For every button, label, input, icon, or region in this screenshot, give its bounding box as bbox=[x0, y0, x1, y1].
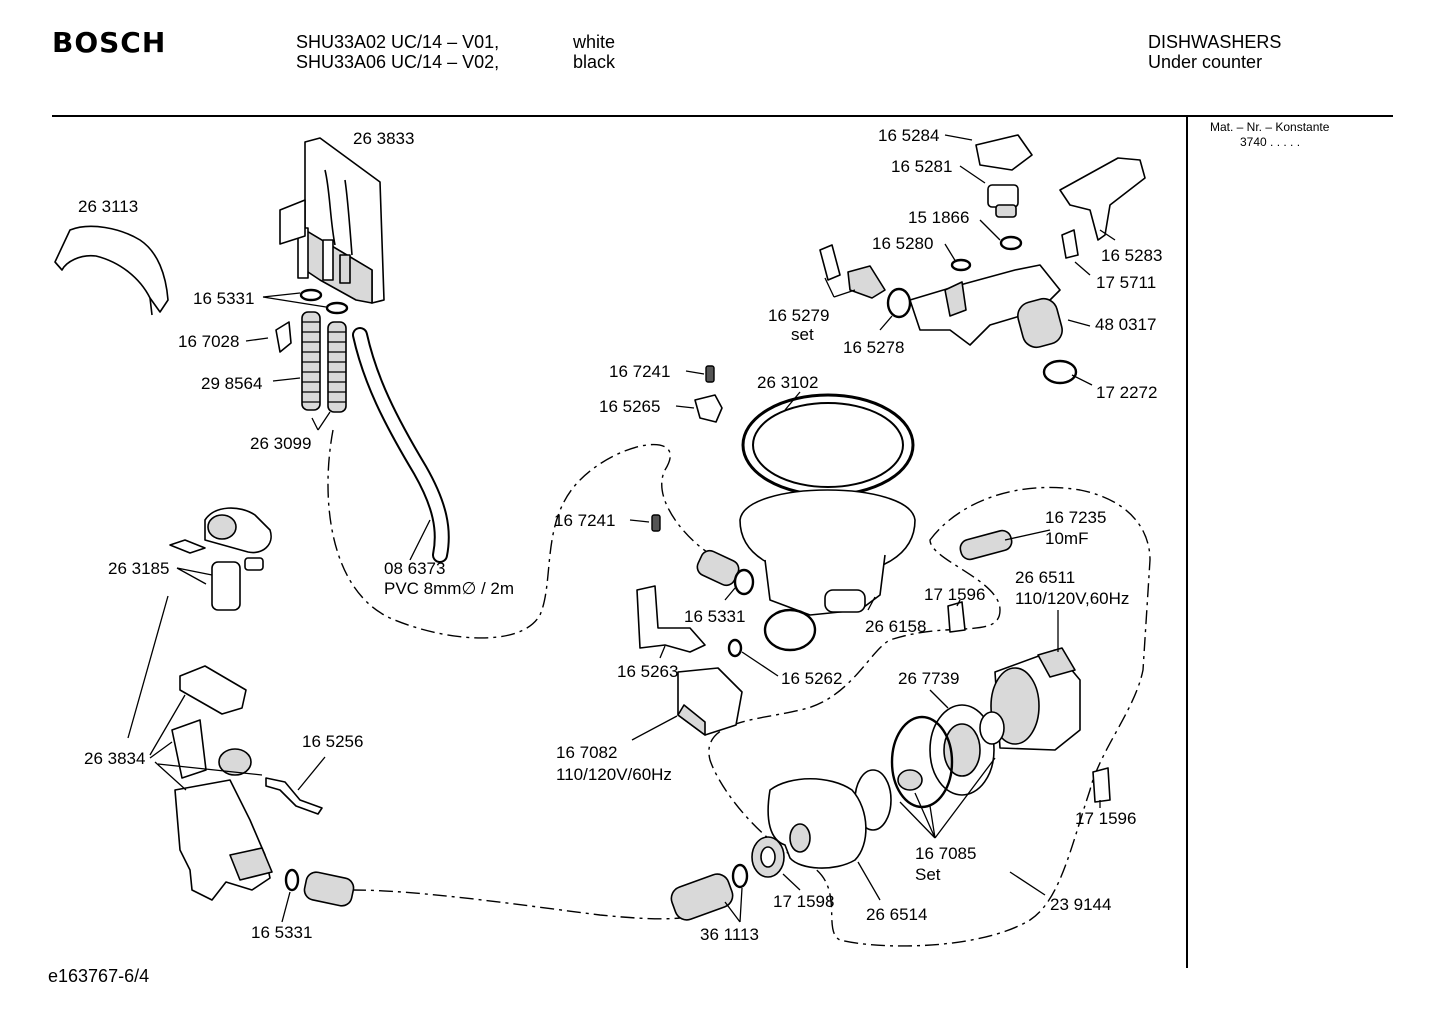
part-175711-clip bbox=[1061, 229, 1079, 259]
label-165331-top: 16 5331 bbox=[193, 289, 254, 308]
part-171598-seal bbox=[751, 836, 785, 878]
label-361113: 36 1113 bbox=[700, 925, 759, 944]
label-167241-mid: 16 7241 bbox=[554, 511, 615, 530]
label-172272: 17 2272 bbox=[1096, 383, 1157, 402]
label-239144: 23 9144 bbox=[1050, 895, 1111, 914]
part-267739-pump-housing bbox=[929, 704, 1005, 796]
part-263185-float-switch bbox=[169, 507, 272, 611]
part-480317-connector bbox=[1017, 297, 1063, 349]
part-263834-assembly bbox=[171, 665, 273, 901]
label-263185: 26 3185 bbox=[108, 559, 169, 578]
part-171596-clip-a bbox=[947, 601, 966, 633]
label-165280: 16 5280 bbox=[872, 234, 933, 253]
part-165331-rings-top bbox=[299, 288, 349, 315]
category: DISHWASHERS bbox=[1148, 32, 1282, 52]
label-175711: 17 5711 bbox=[1096, 273, 1156, 292]
leader-lines bbox=[127, 134, 1116, 923]
part-361113-hose-and-rings bbox=[670, 863, 749, 921]
label-165256: 16 5256 bbox=[302, 732, 363, 751]
part-298564-corrugated-hoses bbox=[301, 311, 347, 413]
part-165262-clip bbox=[727, 638, 743, 658]
label-165284: 16 5284 bbox=[878, 126, 939, 145]
color-line-1: white bbox=[573, 32, 616, 52]
label-165281: 16 5281 bbox=[891, 157, 952, 176]
drain-path-outline bbox=[327, 429, 721, 639]
part-263102-sump-assembly bbox=[739, 393, 916, 652]
label-167085: 16 7085 bbox=[915, 844, 976, 863]
label-set-165279: set bbox=[791, 325, 814, 344]
part-263113-cover bbox=[54, 225, 169, 316]
part-165283-cover bbox=[1059, 157, 1146, 241]
label-266514: 26 6514 bbox=[866, 905, 927, 924]
part-165263-guide bbox=[636, 585, 706, 653]
part-167241-screw-top bbox=[705, 365, 715, 383]
part-165331-hose-center bbox=[696, 549, 755, 596]
label-263834: 26 3834 bbox=[84, 749, 145, 768]
label-167235: 16 7235 bbox=[1045, 508, 1106, 527]
label-267739: 26 7739 bbox=[898, 669, 959, 688]
part-171596-clip-b bbox=[1092, 767, 1111, 803]
label-263833: 26 3833 bbox=[353, 129, 414, 148]
part-086373-pvc-hose bbox=[352, 327, 450, 563]
part-165265-bracket bbox=[694, 394, 723, 423]
part-263833-air-break bbox=[279, 137, 385, 304]
label-167028: 16 7028 bbox=[178, 332, 239, 351]
label-voltage-motor: 110/120V,60Hz bbox=[1015, 589, 1129, 608]
label-165331-center: 16 5331 bbox=[684, 607, 745, 626]
label-480317: 48 0317 bbox=[1095, 315, 1156, 334]
part-165278-oring bbox=[886, 287, 912, 319]
label-266158: 26 6158 bbox=[865, 617, 926, 636]
label-263113: 26 3113 bbox=[78, 197, 138, 216]
label-263102: 26 3102 bbox=[757, 373, 818, 392]
brand-logo: BOSCH bbox=[52, 26, 167, 59]
label-165262: 16 5262 bbox=[781, 669, 842, 688]
part-167028-clip bbox=[275, 321, 292, 353]
label-167082: 16 7082 bbox=[556, 743, 617, 762]
part-167235-capacitor bbox=[959, 529, 1013, 561]
model-line-2: SHU33A06 UC/14 – V02, bbox=[296, 52, 500, 72]
model-line-1: SHU33A02 UC/14 – V01, bbox=[296, 32, 500, 52]
part-172272-clamp bbox=[1042, 359, 1078, 385]
part-266511-circulation-motor bbox=[990, 647, 1081, 751]
label-165279: 16 5279 bbox=[768, 306, 829, 325]
label-298564: 29 8564 bbox=[201, 374, 262, 393]
label-171598: 17 1598 bbox=[773, 892, 834, 911]
label-171596-lower: 17 1596 bbox=[1075, 809, 1136, 828]
label-set-167085: Set bbox=[915, 865, 941, 884]
label-165278: 16 5278 bbox=[843, 338, 904, 357]
part-labels: 26 3833 26 3113 16 5331 16 7028 29 8564 … bbox=[78, 126, 1162, 944]
drain-hose-line bbox=[351, 889, 681, 920]
part-167082-drain-pump bbox=[677, 667, 743, 736]
color-line-2: black bbox=[573, 52, 616, 72]
part-165281-connector bbox=[987, 184, 1019, 218]
label-voltage-drain-pump: 110/120V/60Hz bbox=[556, 765, 672, 784]
label-086373: 08 6373 bbox=[384, 559, 445, 578]
label-165263: 16 5263 bbox=[617, 662, 678, 681]
label-165283: 16 5283 bbox=[1101, 246, 1162, 265]
label-151866: 15 1866 bbox=[908, 208, 969, 227]
label-165265: 16 5265 bbox=[599, 397, 660, 416]
part-water-inlet-manifold bbox=[909, 264, 1061, 346]
part-167241-screw-mid bbox=[651, 514, 661, 532]
part-165279-valve bbox=[819, 244, 886, 299]
label-165331-bottom: 16 5331 bbox=[251, 923, 312, 942]
part-165280-oring bbox=[950, 258, 972, 272]
label-171596-upper: 17 1596 bbox=[924, 585, 985, 604]
part-165256-spring-clip bbox=[265, 777, 323, 815]
label-pvc-spec: PVC 8mm∅ / 2m bbox=[384, 579, 514, 598]
drawing-code: e163767-6/4 bbox=[48, 966, 150, 986]
label-capacitance: 10mF bbox=[1045, 529, 1088, 548]
part-165331-drain-fittings bbox=[284, 868, 355, 907]
label-263099: 26 3099 bbox=[250, 434, 311, 453]
part-151866-oring bbox=[999, 235, 1023, 251]
label-167241-top: 16 7241 bbox=[609, 362, 670, 381]
label-266511: 26 6511 bbox=[1015, 568, 1075, 587]
pump-outline bbox=[708, 486, 1151, 947]
subcategory: Under counter bbox=[1148, 52, 1263, 72]
part-165284-cap bbox=[975, 134, 1033, 171]
